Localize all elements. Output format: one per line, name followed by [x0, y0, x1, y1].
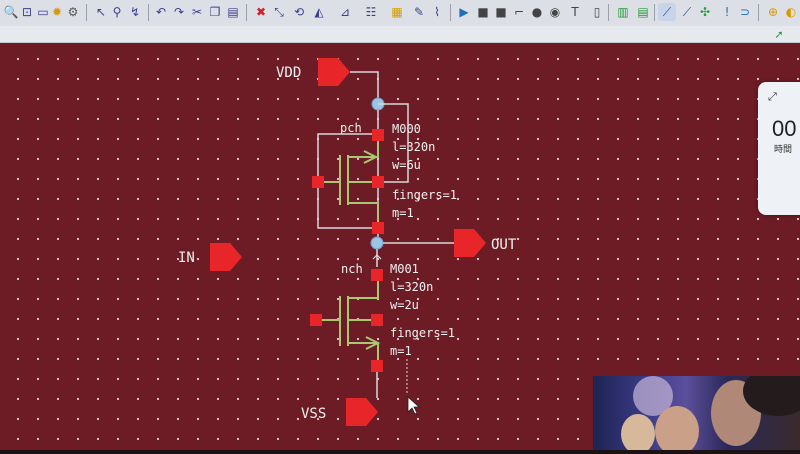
in-port[interactable]: IN [178, 243, 242, 271]
search-icon[interactable]: 🔍 [3, 5, 19, 19]
circle-icon[interactable]: ● [531, 5, 543, 19]
pen-icon[interactable]: ✎ [413, 5, 425, 19]
nmos-type-label: nch [341, 262, 363, 276]
pointer-icon[interactable]: ↖ [95, 5, 107, 19]
page-icon[interactable]: ▯ [593, 5, 601, 19]
secondary-toolbar: ➚ [0, 26, 800, 43]
pin-icon[interactable]: ✣ [699, 5, 711, 19]
video-overlay [593, 376, 800, 450]
vss-port[interactable]: VSS [301, 398, 378, 426]
step-icon[interactable]: ⌐ [513, 5, 525, 19]
pmos-bulk-wire [378, 103, 409, 183]
gear-icon[interactable]: ⚙ [67, 5, 79, 19]
clock-label: 時間 [774, 145, 793, 155]
properties-icon[interactable]: ▦ [391, 5, 403, 19]
nmos-width-label: w=2u [390, 298, 419, 312]
text-icon[interactable]: T [571, 5, 579, 19]
rotate-icon[interactable]: ⟲ [293, 5, 305, 19]
chip-icon[interactable]: ▥ [617, 5, 629, 19]
net-icon[interactable]: ⟋ [682, 4, 692, 19]
paste-icon[interactable]: ▤ [227, 5, 239, 19]
in-label: IN [178, 250, 195, 266]
cut-icon[interactable]: ✂ [191, 5, 203, 19]
align-icon[interactable]: ⊿ [339, 5, 351, 19]
stop-icon[interactable]: ■ [477, 5, 489, 19]
pmos-transistor[interactable]: pch M000 l=320n w=6u fingers=1 m=1 [312, 121, 457, 234]
vdd-port[interactable]: VDD [276, 58, 350, 86]
delete-icon[interactable]: ✖ [255, 5, 267, 19]
vss-label: VSS [301, 406, 326, 422]
minus-icon[interactable]: ▭ [37, 5, 49, 19]
expand-icon[interactable]: ⤢ [768, 90, 777, 103]
out-label: OUT [491, 237, 517, 253]
schematic-drawing: VDD pch M000 l=320n w=6u fingers=1 m= [178, 58, 517, 426]
vdd-label: VDD [276, 65, 301, 81]
nmos-fingers-label: fingers=1 [390, 326, 455, 340]
mirror-icon[interactable]: ◭ [314, 5, 324, 19]
mouse-cursor-icon [407, 396, 421, 415]
warning-icon[interactable]: ⊕ [767, 5, 779, 19]
wire-icon[interactable]: ↯ [129, 5, 141, 19]
probe-pin-icon[interactable]: ! [724, 5, 730, 19]
label-icon[interactable]: ⊃ [739, 5, 751, 19]
green-arrow-icon[interactable]: ➚ [774, 27, 784, 41]
brush-icon[interactable]: ⌇ [434, 5, 440, 19]
nmos-transistor[interactable]: nch M001 l=320n w=2u fingers=1 m=1 [310, 262, 455, 372]
pmos-name-label: M000 [392, 122, 421, 136]
wire-tool-icon[interactable]: ⟋ [658, 3, 676, 21]
pmos-width-label: w=6u [392, 158, 421, 172]
sun-icon[interactable]: ✹ [51, 5, 63, 19]
nmos-name-label: M001 [390, 262, 419, 276]
probe-icon[interactable]: ⚲ [112, 5, 122, 19]
out-port[interactable]: OUT [454, 229, 517, 257]
grid-icon[interactable]: ☷ [365, 5, 377, 19]
main-toolbar: 🔍 ⊡ ▭ ✹ ⚙ ↖ ⚲ ↯ ↶ ↷ ✂ ❐ ▤ ✖ ⤡ ⟲ ◭ ⊿ ☷ ▦ … [0, 0, 800, 27]
back-icon[interactable]: ◐ [785, 5, 797, 19]
zoom-fit-icon[interactable]: ⊡ [21, 5, 33, 19]
clock-widget[interactable]: ⤢ 00 時間 [758, 82, 800, 215]
nmos-m-label: m=1 [390, 344, 412, 358]
pmos-fingers-label: fingers=1 [392, 188, 457, 202]
copy-icon[interactable]: ❐ [209, 5, 221, 19]
record-icon[interactable]: ◉ [549, 5, 561, 19]
square-icon[interactable]: ■ [495, 5, 507, 19]
nmos-length-label: l=320n [390, 280, 433, 294]
pmos-type-label: pch [340, 121, 362, 135]
out-node-dot [370, 236, 384, 250]
undo-icon[interactable]: ↶ [155, 5, 167, 19]
run-icon[interactable]: ▶ [459, 5, 469, 19]
layer-icon[interactable]: ▤ [637, 5, 649, 19]
move-icon[interactable]: ⤡ [274, 4, 284, 19]
clock-time: 00 [772, 116, 797, 141]
redo-icon[interactable]: ↷ [173, 5, 185, 19]
pmos-m-label: m=1 [392, 206, 414, 220]
pmos-length-label: l=320n [392, 140, 435, 154]
